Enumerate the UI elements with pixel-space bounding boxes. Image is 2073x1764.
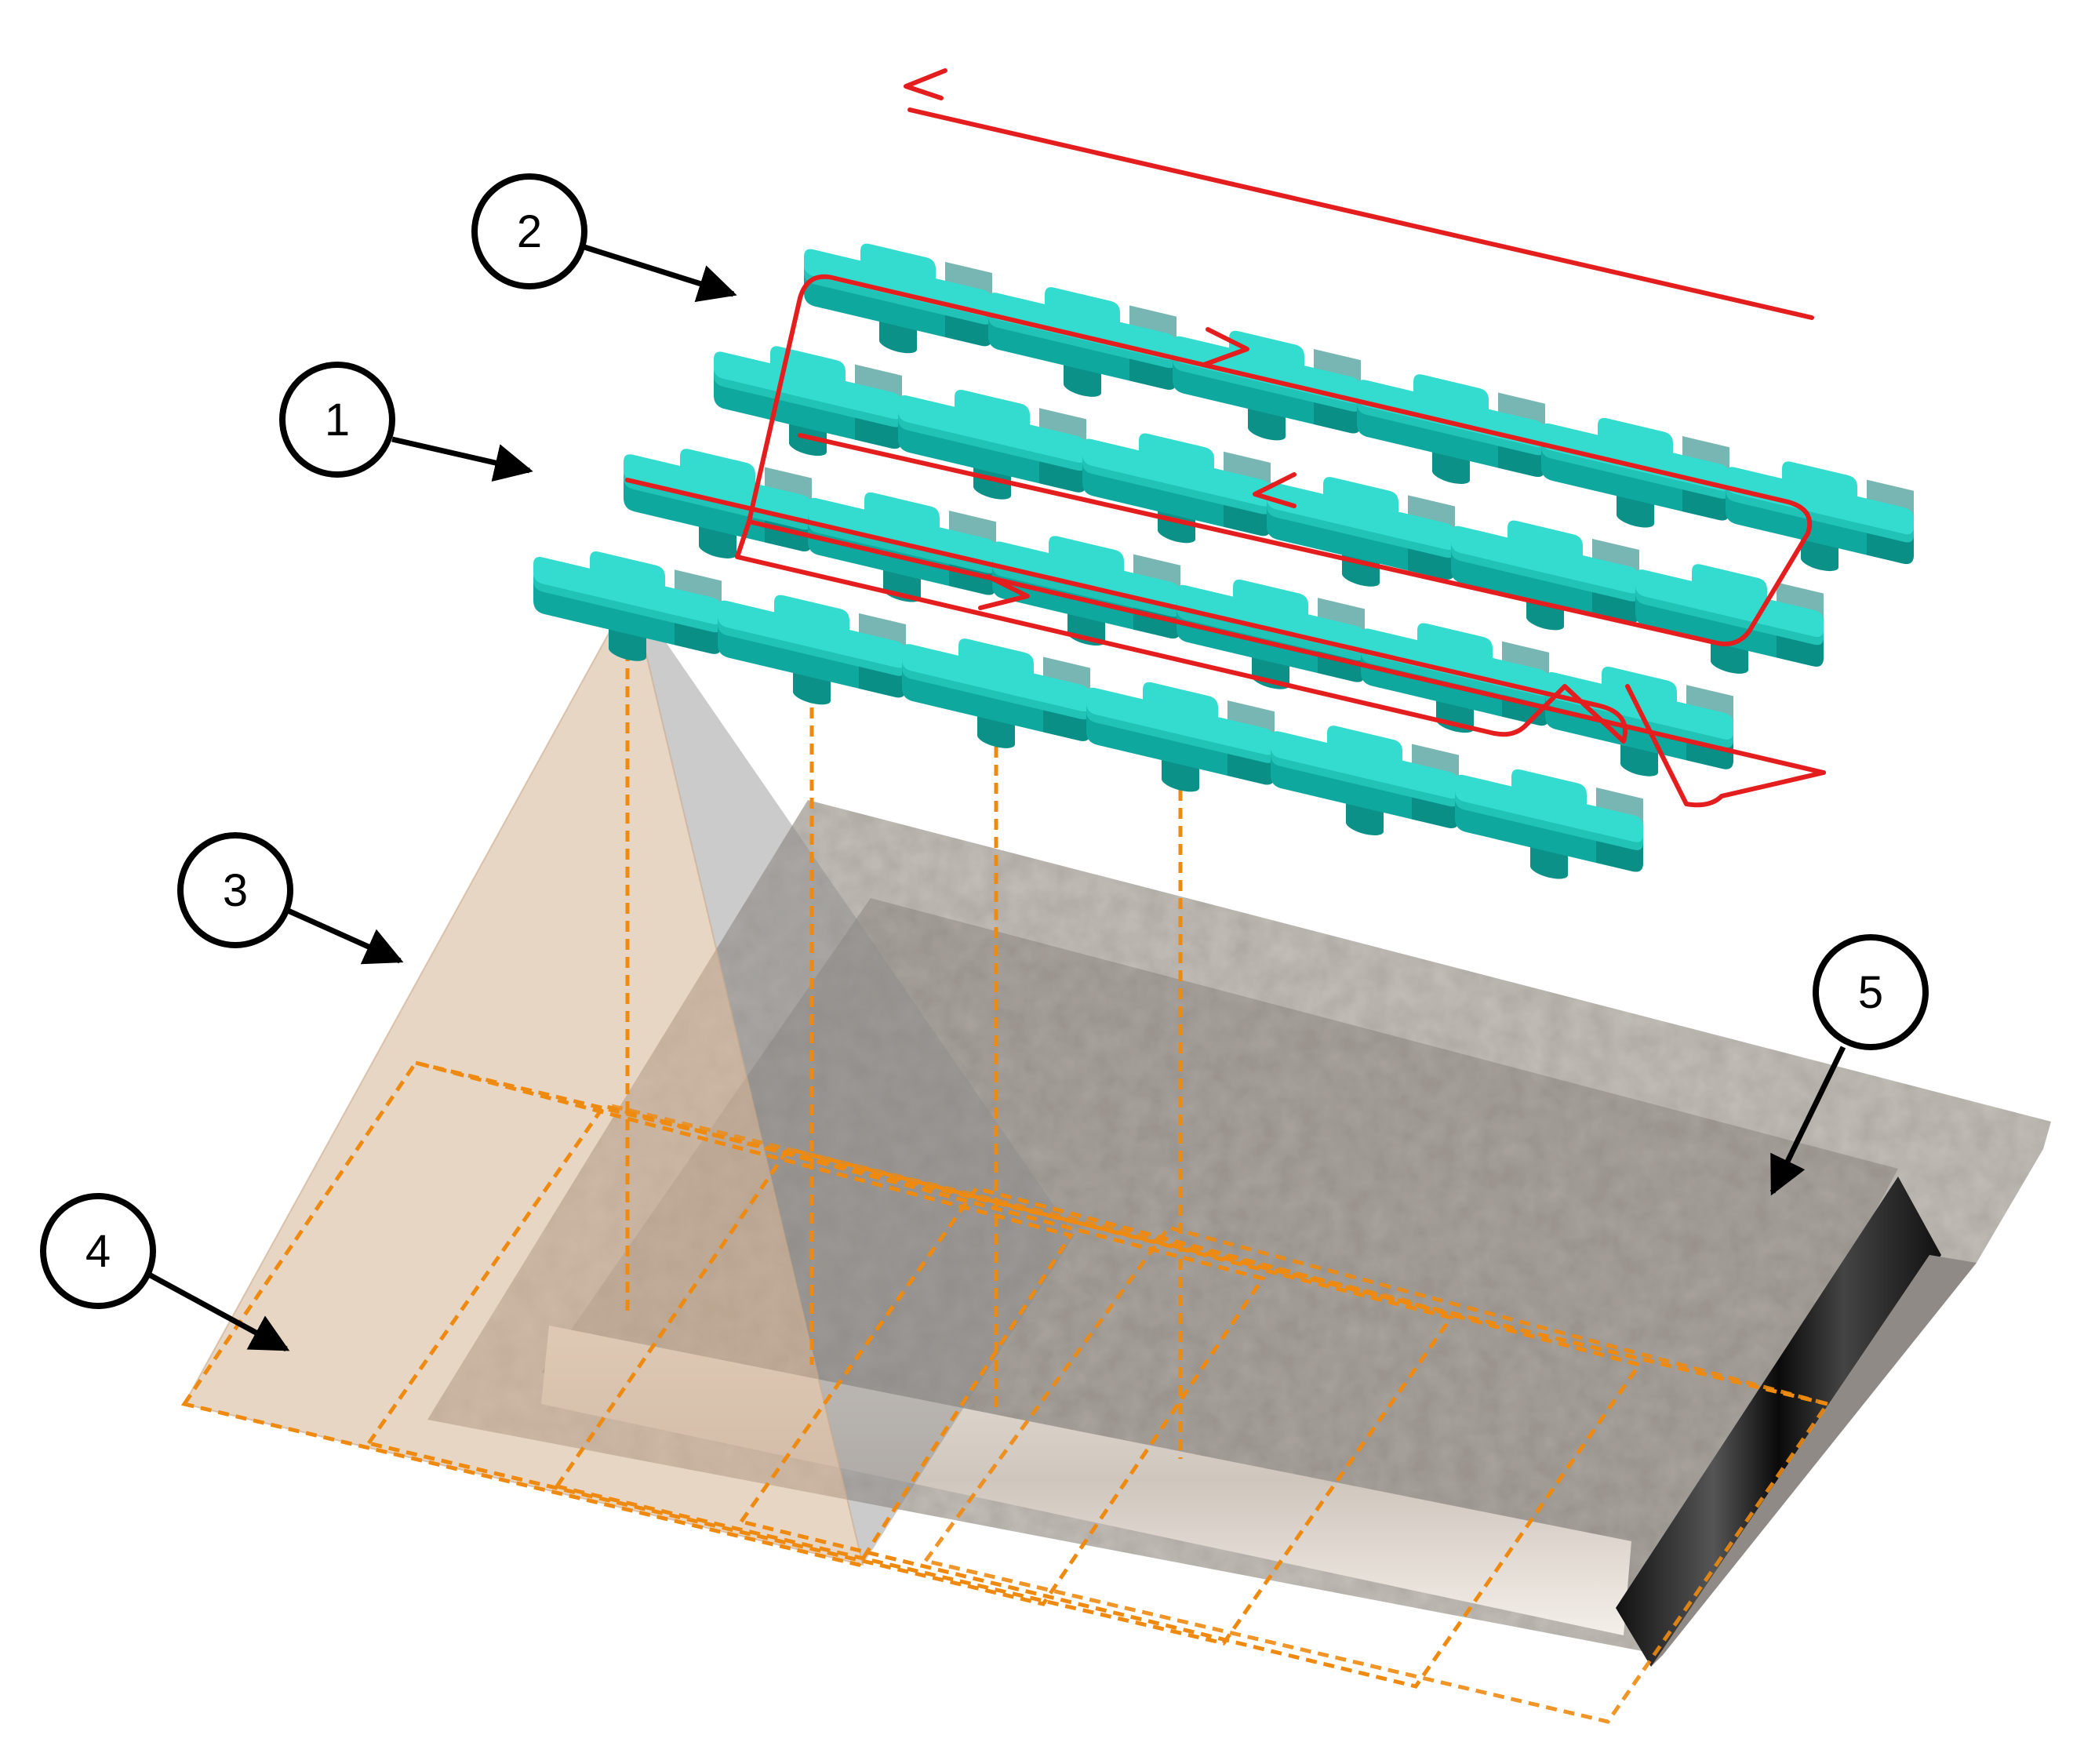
- callout-1-label: 1: [325, 395, 350, 446]
- red-arrowhead-icon: [978, 574, 1030, 610]
- callout-3: 3: [177, 832, 404, 965]
- projection-lines: [625, 596, 1183, 1459]
- callout-4-label: 4: [85, 1226, 111, 1277]
- callout-2: 2: [471, 173, 737, 303]
- red-arrowhead-icon: [1202, 327, 1249, 367]
- field-of-view: [183, 590, 1075, 1566]
- footprint: [180, 1060, 1831, 1724]
- scan-path: [625, 68, 1826, 808]
- callout-1: 1: [279, 362, 533, 482]
- red-arrowhead-icon: [1253, 472, 1297, 508]
- callout-5: 5: [1769, 934, 1929, 1196]
- red-arrowhead-icon: [904, 68, 947, 100]
- callout-5-label: 5: [1858, 967, 1883, 1018]
- callout-4: 4: [40, 1193, 290, 1352]
- callout-3-label: 3: [223, 865, 248, 916]
- callout-2-label: 2: [517, 206, 542, 257]
